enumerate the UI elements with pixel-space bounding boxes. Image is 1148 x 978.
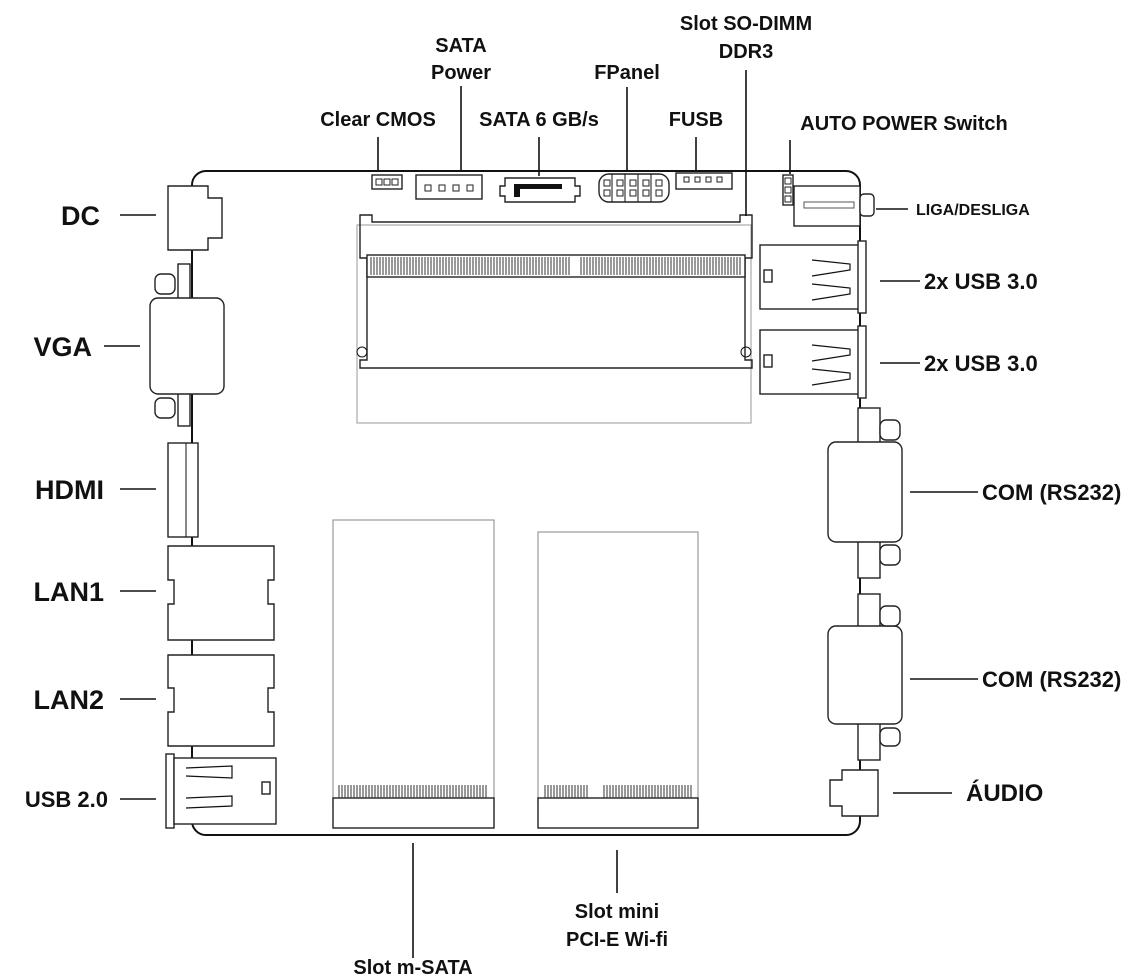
label-sata6: SATA 6 GB/s [479, 109, 599, 131]
msata-pins [338, 785, 487, 798]
label-sodimm-2: DDR3 [719, 41, 773, 63]
sata-power-connector [415, 174, 483, 200]
label-audio: ÁUDIO [966, 779, 1043, 807]
usb2-connector [165, 753, 277, 829]
msata-slot [332, 519, 495, 829]
label-clear-cmos: Clear CMOS [320, 109, 436, 131]
label-com-top: COM (RS232) [982, 480, 1121, 505]
dc-jack [167, 185, 223, 251]
minipcie-slot [537, 531, 699, 829]
label-vga: VGA [33, 332, 92, 362]
label-msata: Slot m-SATA [353, 957, 472, 978]
label-lan1: LAN1 [33, 577, 104, 607]
label-usb3-bottom: 2x USB 3.0 [924, 351, 1038, 376]
fusb-header [675, 172, 733, 190]
com-connector-top [827, 407, 903, 579]
label-fusb: FUSB [669, 109, 723, 131]
auto-power-switch [782, 174, 794, 206]
label-sata-power-2: Power [431, 62, 491, 84]
usb3-connector-top [759, 240, 867, 314]
label-liga-desliga: LIGA/DESLIGA [916, 202, 1030, 219]
lan2-connector [167, 654, 275, 747]
leader-lines [104, 70, 978, 958]
hdmi-connector [167, 442, 199, 538]
clear-cmos-jumper [371, 174, 403, 190]
vga-connector [149, 263, 225, 427]
power-button [793, 185, 875, 227]
label-hdmi: HDMI [35, 475, 104, 505]
label-auto-power: AUTO POWER Switch [800, 113, 1007, 135]
label-minipcie-2: PCI-E Wi-fi [566, 929, 668, 951]
label-usb2: USB 2.0 [25, 787, 108, 812]
sata6-connector [499, 177, 581, 203]
label-sodimm-1: Slot SO-DIMM [680, 13, 812, 35]
label-sata-power-1: SATA [435, 35, 486, 57]
com-connector-bottom [827, 593, 903, 761]
label-com-bottom: COM (RS232) [982, 667, 1121, 692]
label-lan2: LAN2 [33, 685, 104, 715]
minipcie-pins [544, 785, 692, 798]
sodimm-pins [370, 257, 741, 275]
audio-jack [829, 769, 879, 817]
lan1-connector [167, 545, 275, 641]
usb3-connector-bottom [759, 325, 867, 399]
fpanel-header [598, 173, 670, 203]
label-fpanel: FPanel [594, 62, 660, 84]
sodimm-slot [356, 214, 753, 424]
label-usb3-top: 2x USB 3.0 [924, 269, 1038, 294]
label-minipcie-1: Slot mini [575, 901, 659, 923]
label-dc: DC [61, 201, 100, 231]
